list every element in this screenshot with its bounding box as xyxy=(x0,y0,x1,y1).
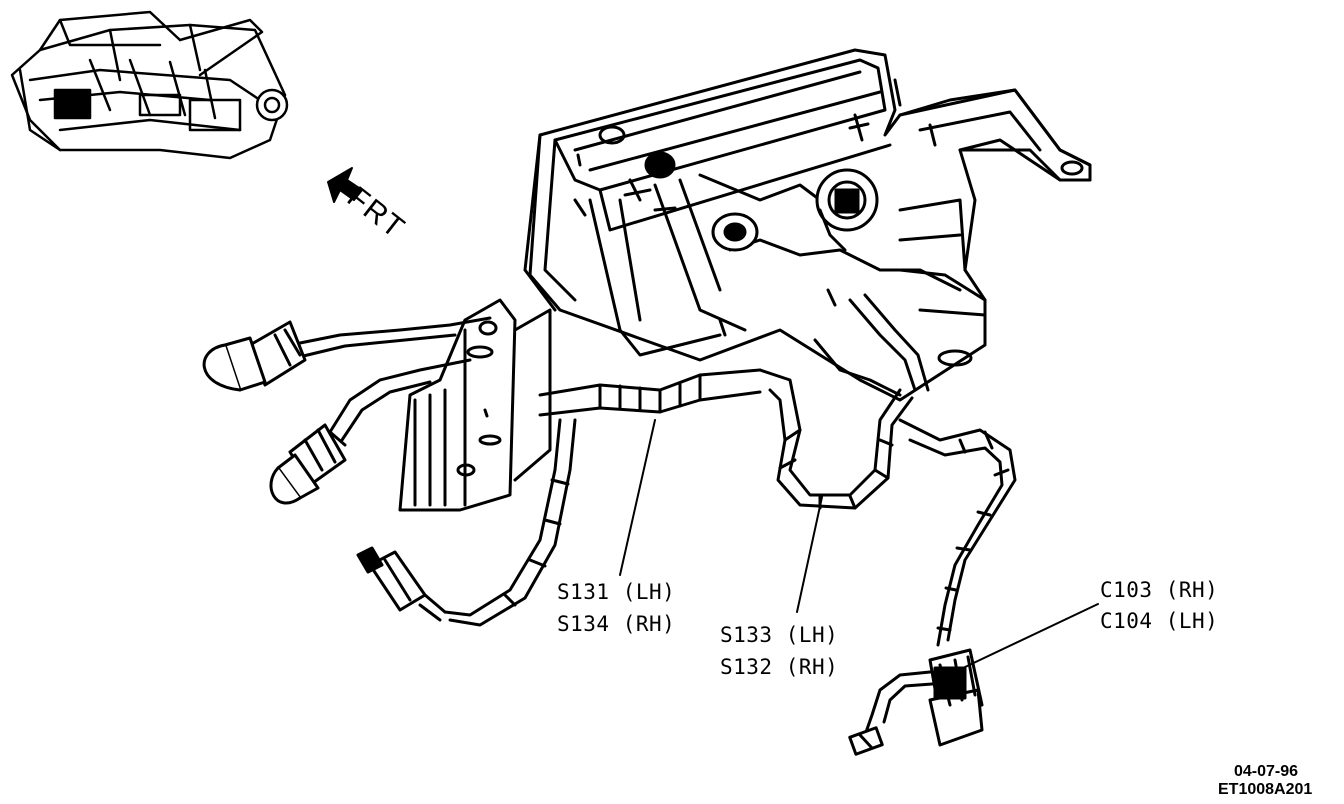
figure-date: 04-07-96 xyxy=(1234,763,1299,780)
callout-line-1: C103 (RH) xyxy=(1100,578,1219,602)
figure-code: ET1008A201 xyxy=(1218,781,1313,798)
mounting-bracket xyxy=(398,298,552,512)
callout-line-2: S134 (RH) xyxy=(557,612,676,636)
lamp-housing xyxy=(523,48,1092,402)
callout-line-1: S131 (LH) xyxy=(557,580,676,604)
vehicle-locator-icon xyxy=(10,10,289,160)
bulb-socket-3 xyxy=(356,546,447,622)
bulb-socket-1 xyxy=(202,320,307,392)
front-direction-arrow-icon xyxy=(327,167,363,203)
callout-line-2: C104 (LH) xyxy=(1100,609,1219,633)
bulb-socket-2 xyxy=(269,423,347,505)
callout-line-2: S132 (RH) xyxy=(720,655,839,679)
wiring-harness xyxy=(288,293,1017,756)
leader-lines xyxy=(619,419,1099,669)
callout-line-1: S133 (LH) xyxy=(720,623,839,647)
harness-connector xyxy=(928,648,984,747)
